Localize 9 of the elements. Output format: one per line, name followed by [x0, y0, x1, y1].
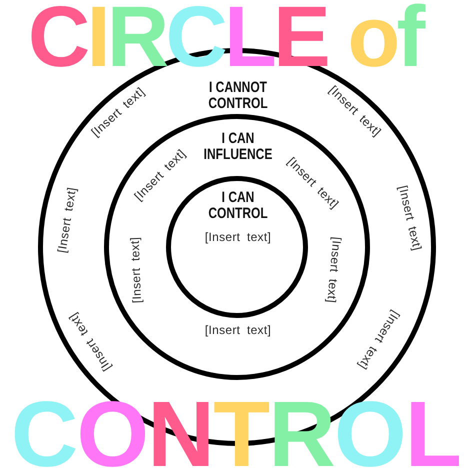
placeholder-text: [Insert text]	[128, 236, 144, 304]
placeholder-text: [Insert text]	[396, 184, 424, 252]
circle-heading: I CAN CONTROL	[208, 190, 268, 222]
placeholder-text: [Insert text]	[204, 230, 272, 244]
circle-heading: I CANNOT CONTROL	[208, 80, 268, 112]
placeholder-text: [Insert text]	[324, 236, 344, 304]
circle-heading: I CAN INFLUENCE	[202, 130, 274, 164]
placeholder-text: [Insert text]	[54, 186, 80, 254]
placeholder-text: [Insert text]	[204, 322, 272, 338]
